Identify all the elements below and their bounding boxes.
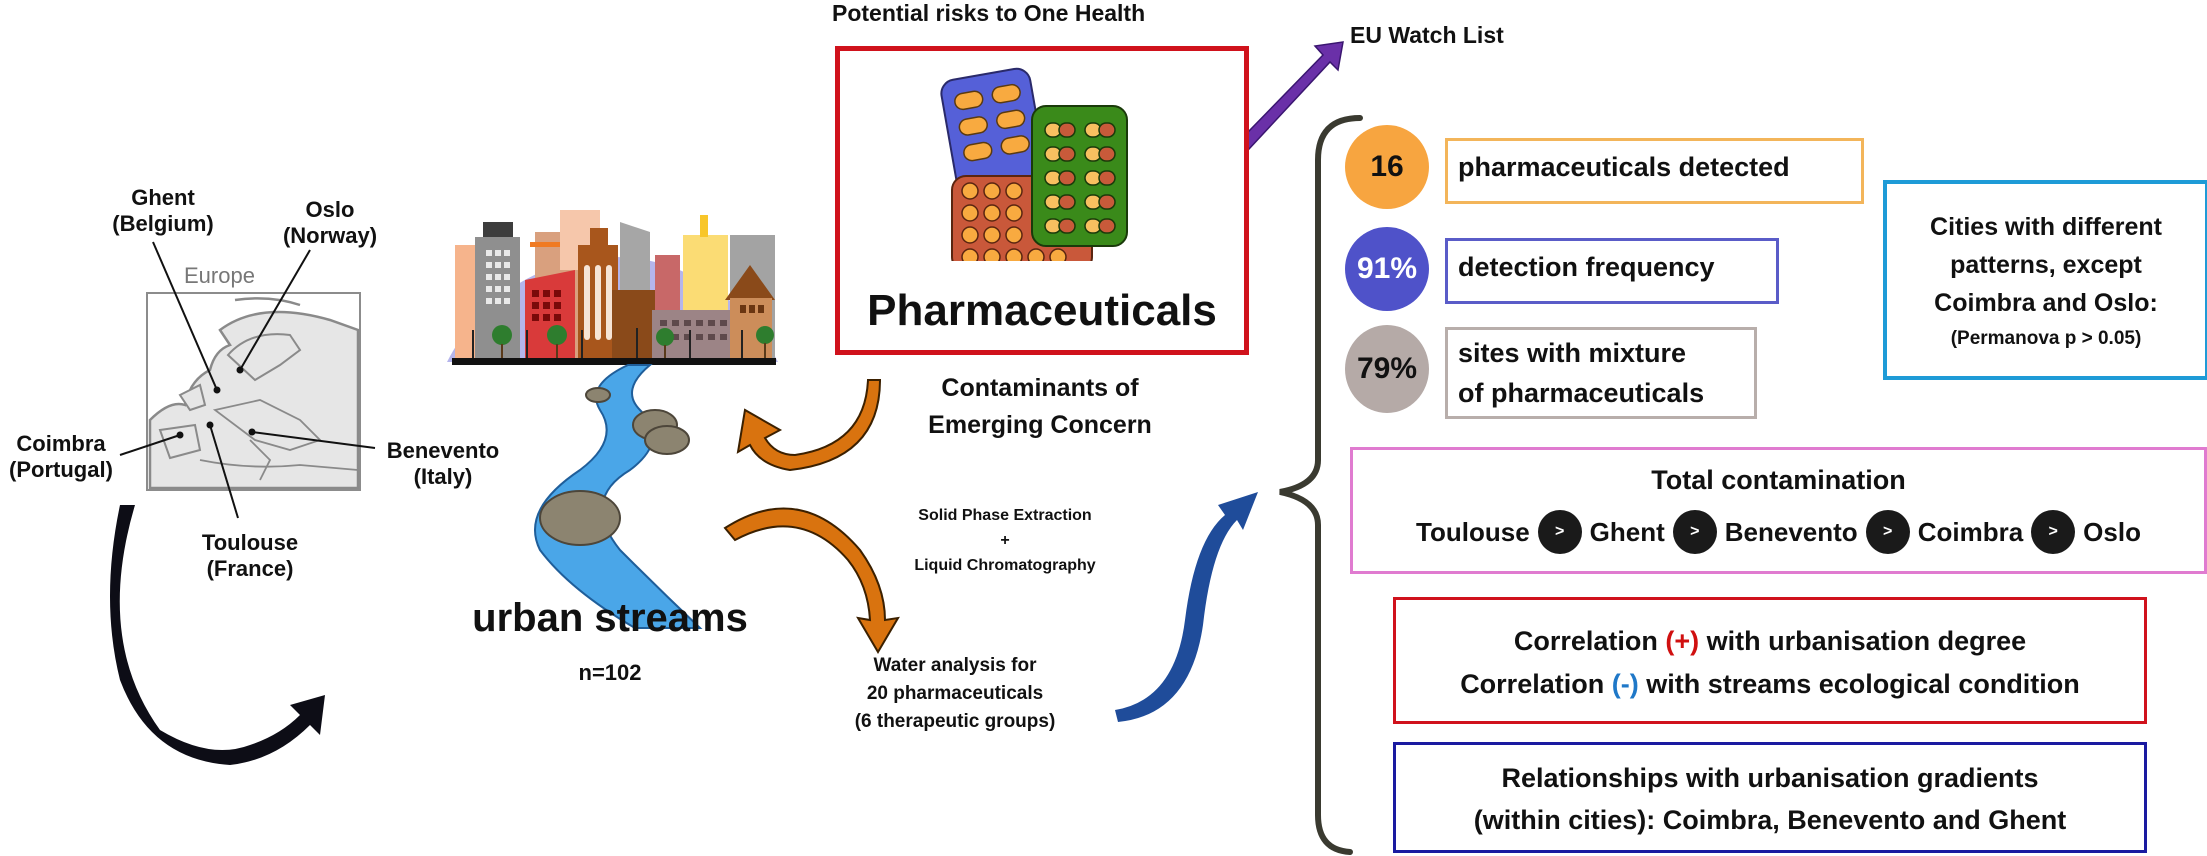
analysis-line: Water analysis for <box>873 655 1037 676</box>
method-line: + <box>1000 532 1010 549</box>
city-label-coimbra: Coimbra (Portugal) <box>0 431 122 483</box>
stat-label-line: sites with mixture <box>1458 338 1687 368</box>
blue-arrow <box>1115 492 1258 722</box>
analysis-line: (6 therapeutic groups) <box>854 711 1056 732</box>
city-label-oslo: Oslo (Norway) <box>270 197 390 249</box>
country-name: (Belgium) <box>112 211 214 236</box>
city-name: Coimbra <box>16 431 106 456</box>
cec-label: Contaminants of Emerging Concern <box>900 370 1180 444</box>
sample-size: n=102 <box>578 660 642 685</box>
city-name: Toulouse <box>201 530 299 555</box>
streams-title: urban streams <box>472 596 748 640</box>
cec-line: Emerging Concern <box>928 411 1152 439</box>
cec-line: Contaminants of <box>941 374 1139 402</box>
city-name: Benevento <box>386 438 500 463</box>
stat-label-line: of pharmaceuticals <box>1458 378 1705 408</box>
greater-than-icon: > <box>2031 510 2076 554</box>
river-rocks <box>539 387 690 546</box>
method-line: Solid Phase Extraction <box>918 507 1092 524</box>
greater-than-icon: > <box>1537 510 1582 554</box>
rank-city: Toulouse <box>1416 516 1530 547</box>
stat-box-mixture: sites with mixture of pharmaceuticals <box>1445 327 1757 419</box>
correlation-text: with streams ecological condition <box>1638 669 2080 699</box>
relationships-line: Relationships with urbanisation gradient… <box>1501 763 2039 793</box>
total-contamination-title: Total contamination <box>1651 465 1906 495</box>
contamination-ranking: Toulouse>Ghent>Benevento>Coimbra>Oslo <box>1353 510 2204 554</box>
city-label-ghent: Ghent (Belgium) <box>98 185 228 237</box>
pill-blisters-icon <box>940 67 1128 261</box>
country-name: (Norway) <box>282 223 378 248</box>
permanova-note: (Permanova p > 0.05) <box>1950 328 2142 349</box>
curly-brace <box>1279 115 1363 855</box>
orange-arrow-up <box>736 379 882 472</box>
stat-box-frequency: detection frequency <box>1445 238 1779 304</box>
positive-sign: (+) <box>1665 626 1700 656</box>
stat-circle-mixture: 79% <box>1345 325 1429 413</box>
city-label-toulouse: Toulouse (France) <box>185 530 315 582</box>
europe-map <box>119 241 376 519</box>
rank-city: Ghent <box>1589 516 1665 547</box>
rank-city: Oslo <box>2083 516 2141 547</box>
rank-city: Benevento <box>1724 516 1858 547</box>
map-title: Europe <box>184 263 255 288</box>
correlation-text: with urbanisation degree <box>1699 626 2027 656</box>
correlation-line-ecological: Correlation (-) with streams ecological … <box>1396 663 2144 706</box>
total-contamination-box: Total contamination Toulouse>Ghent>Benev… <box>1350 447 2207 574</box>
correlation-line-urbanisation: Correlation (+) with urbanisation degree <box>1396 620 2144 663</box>
pharmaceuticals-title: Pharmaceuticals <box>867 286 1217 335</box>
country-name: (Portugal) <box>9 457 113 482</box>
country-name: (France) <box>206 556 294 581</box>
one-health-header: Potential risks to One Health <box>832 0 1146 26</box>
stat-circle-detected: 16 <box>1345 125 1429 209</box>
correlation-text: Correlation <box>1460 669 1612 699</box>
pharmaceuticals-box: Pharmaceuticals <box>835 46 1249 355</box>
city-name: Ghent <box>131 185 195 210</box>
eu-watch-list-label: EU Watch List <box>1350 22 1504 48</box>
greater-than-icon: > <box>1865 510 1910 554</box>
analysis-label: Water analysis for 20 pharmaceuticals (6… <box>810 652 1100 736</box>
cities-box-line: patterns, except <box>1950 251 2142 279</box>
method-line: Liquid Chromatography <box>914 557 1096 574</box>
city-name: Oslo <box>305 197 355 222</box>
cities-box-line: Coimbra and Oslo: <box>1934 289 2158 317</box>
city-label-benevento: Benevento (Italy) <box>378 438 508 490</box>
greater-than-icon: > <box>1672 510 1717 554</box>
relationships-box: Relationships with urbanisation gradient… <box>1393 742 2147 853</box>
negative-sign: (-) <box>1611 669 1639 699</box>
country-name: (Italy) <box>413 464 473 489</box>
method-label: Solid Phase Extraction + Liquid Chromato… <box>880 503 1130 578</box>
analysis-line: 20 pharmaceuticals <box>866 683 1044 704</box>
correlation-box: Correlation (+) with urbanisation degree… <box>1393 597 2147 724</box>
relationships-line: (within cities): Coimbra, Benevento and … <box>1473 805 2067 835</box>
city-illustration <box>447 210 778 365</box>
rank-city: Coimbra <box>1917 516 2024 547</box>
cities-box-line: Cities with different <box>1930 213 2162 241</box>
stat-box-detected: pharmaceuticals detected <box>1445 138 1864 204</box>
stat-circle-frequency: 91% <box>1345 227 1429 311</box>
cities-patterns-box: Cities with different patterns, except C… <box>1883 180 2207 380</box>
correlation-text: Correlation <box>1513 626 1666 656</box>
orange-arrow-down <box>723 507 900 654</box>
